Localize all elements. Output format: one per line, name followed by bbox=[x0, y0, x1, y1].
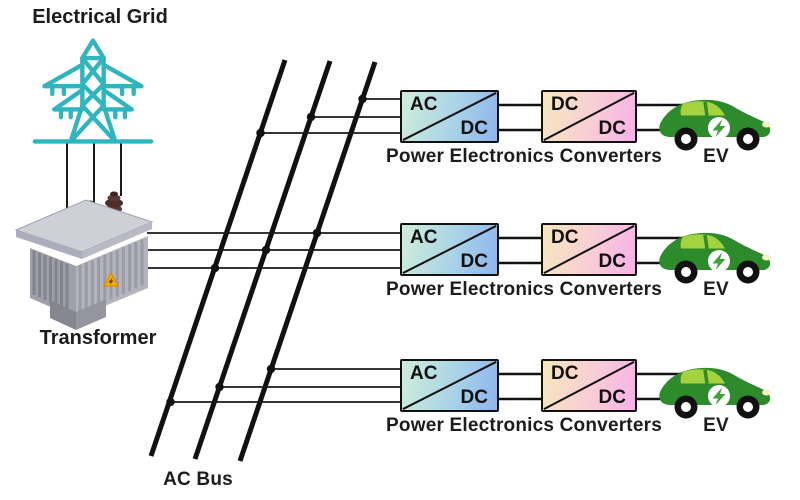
transformer-label: Transformer bbox=[39, 327, 157, 349]
ac-bus-lines bbox=[148, 59, 378, 462]
transmission-tower-icon bbox=[32, 38, 154, 144]
transformer-icon bbox=[14, 191, 154, 330]
acdc-output-label: DC bbox=[460, 387, 488, 408]
converter-caption-row-2: Power Electronics Converters bbox=[386, 279, 662, 300]
acdc-converter-row-2: AC DC bbox=[400, 223, 499, 276]
dcdc-converter-row-3: DC DC bbox=[541, 359, 637, 412]
warning-triangle-icon bbox=[103, 272, 119, 287]
acdc-converter-row-1: AC DC bbox=[400, 90, 499, 143]
dcdc-input-label: DC bbox=[551, 227, 579, 248]
ev-label-row-1: EV bbox=[703, 146, 729, 167]
acdc-input-label: AC bbox=[410, 227, 438, 248]
converter-diagonal bbox=[543, 225, 635, 274]
acdc-input-label: AC bbox=[410, 94, 438, 115]
converter-diagonal bbox=[402, 361, 497, 410]
dcdc-output-label: DC bbox=[598, 251, 626, 272]
ev-label-row-3: EV bbox=[703, 415, 729, 436]
acdc-converter-row-3: AC DC bbox=[400, 359, 499, 412]
tower-drop-wires bbox=[66, 143, 122, 214]
ac-bus-label: AC Bus bbox=[163, 469, 233, 490]
dcdc-converter-row-1: DC DC bbox=[541, 90, 637, 143]
converter-diagonal bbox=[543, 361, 635, 410]
converter-caption-row-3: Power Electronics Converters bbox=[386, 415, 662, 436]
ev-car-icon-row-3 bbox=[657, 366, 773, 420]
dcdc-output-label: DC bbox=[598, 387, 626, 408]
acdc-output-label: DC bbox=[460, 251, 488, 272]
electrical-grid-label: Electrical Grid bbox=[32, 6, 168, 28]
converter-diagonal bbox=[402, 92, 497, 141]
dcdc-input-label: DC bbox=[551, 94, 579, 115]
converter-diagonal bbox=[402, 225, 497, 274]
ev-car-icon-row-1 bbox=[657, 98, 773, 152]
bus-connection-dots bbox=[166, 94, 367, 407]
ev-label-row-2: EV bbox=[703, 279, 729, 300]
ev-car-icon-row-2 bbox=[657, 231, 773, 285]
phase-lines bbox=[147, 98, 400, 403]
acdc-input-label: AC bbox=[410, 363, 438, 384]
acdc-output-label: DC bbox=[460, 118, 488, 139]
converter-caption-row-1: Power Electronics Converters bbox=[386, 146, 662, 167]
converter-diagonal bbox=[543, 92, 635, 141]
dcdc-input-label: DC bbox=[551, 363, 579, 384]
dcdc-converter-row-2: DC DC bbox=[541, 223, 637, 276]
dcdc-output-label: DC bbox=[598, 118, 626, 139]
